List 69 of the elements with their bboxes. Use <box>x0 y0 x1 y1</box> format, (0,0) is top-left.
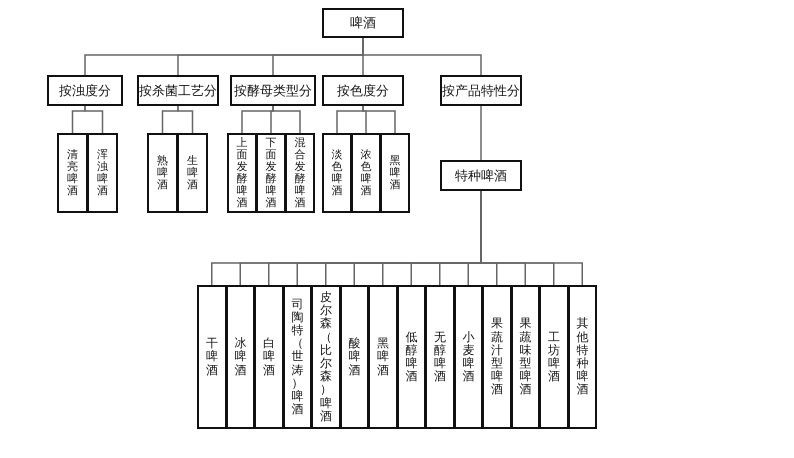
connector-line <box>272 106 301 133</box>
category-column <box>282 285 312 429</box>
category-column <box>351 133 381 213</box>
connector-line <box>480 106 482 160</box>
category-column <box>482 285 512 429</box>
node-label: 啤酒 <box>350 15 376 32</box>
node-label: 按杀菌工艺分 <box>139 82 217 100</box>
category-box <box>440 75 522 106</box>
node-label: 浑浊啤酒 <box>97 148 108 198</box>
category-column <box>227 133 257 213</box>
category-column <box>368 285 398 429</box>
category-column <box>147 133 178 213</box>
node-label: 无醇啤酒 <box>434 330 446 384</box>
node-label: 生啤酒 <box>187 154 198 192</box>
category-column <box>285 133 315 213</box>
category-column <box>311 285 340 429</box>
category-box <box>47 75 123 106</box>
node-label: 司陶特（世涛）啤酒 <box>291 298 304 416</box>
category-column <box>425 285 454 429</box>
node-label: 按产品特性分 <box>442 82 520 100</box>
category-column <box>197 285 226 429</box>
category-column <box>254 285 284 429</box>
connector-line <box>362 106 396 133</box>
node-label: 酸啤酒 <box>348 337 360 377</box>
connector-line <box>177 106 194 133</box>
category-column <box>340 285 369 429</box>
node-label: 果蔬汁型啤酒 <box>490 317 503 397</box>
category-column <box>380 133 410 213</box>
category-column <box>57 133 88 213</box>
category-column <box>568 285 597 429</box>
node-label: 冰啤酒 <box>234 337 246 377</box>
category-box <box>230 75 316 106</box>
connector-line <box>480 191 583 285</box>
category-box <box>322 75 404 106</box>
connector-line <box>84 106 104 133</box>
category-column <box>226 285 255 429</box>
node-label: 皮尔森（比尔森）啤酒 <box>320 291 332 423</box>
node-label: 小麦啤酒 <box>462 330 474 384</box>
node-label: 熟啤酒 <box>157 154 168 192</box>
node-label: 工坊啤酒 <box>548 330 560 384</box>
node-label: 黑啤酒 <box>390 154 400 192</box>
category-column <box>322 133 352 213</box>
category-box <box>137 75 219 106</box>
node-label: 淡色啤酒 <box>332 148 342 198</box>
node-label: 清亮啤酒 <box>67 148 78 198</box>
node-label: 按色度分 <box>337 82 389 100</box>
category-box <box>440 160 522 191</box>
node-label: 下面发酵啤酒 <box>266 136 276 210</box>
category-column <box>510 285 540 429</box>
node-label: 干啤酒 <box>206 337 218 377</box>
node-label: 白啤酒 <box>262 337 275 377</box>
category-column <box>539 285 568 429</box>
category-column <box>454 285 483 429</box>
node-label: 果蔬味型啤酒 <box>519 317 532 397</box>
node-label: 其他特种啤酒 <box>576 317 588 397</box>
node-label: 上面发酵啤酒 <box>236 136 248 210</box>
node-label: 浓色啤酒 <box>360 148 372 198</box>
category-box <box>322 8 404 38</box>
node-label: 混合发酵啤酒 <box>294 136 306 210</box>
node-label: 黑啤酒 <box>376 337 389 377</box>
category-column <box>177 133 208 213</box>
node-label: 低醇啤酒 <box>405 330 418 384</box>
node-label: 特种啤酒 <box>455 168 507 184</box>
category-column <box>256 133 286 213</box>
category-column <box>87 133 118 213</box>
node-label: 按酵母类型分 <box>234 82 312 100</box>
category-column <box>396 285 426 429</box>
connector-line <box>362 38 482 75</box>
node-label: 按浊度分 <box>59 82 111 100</box>
